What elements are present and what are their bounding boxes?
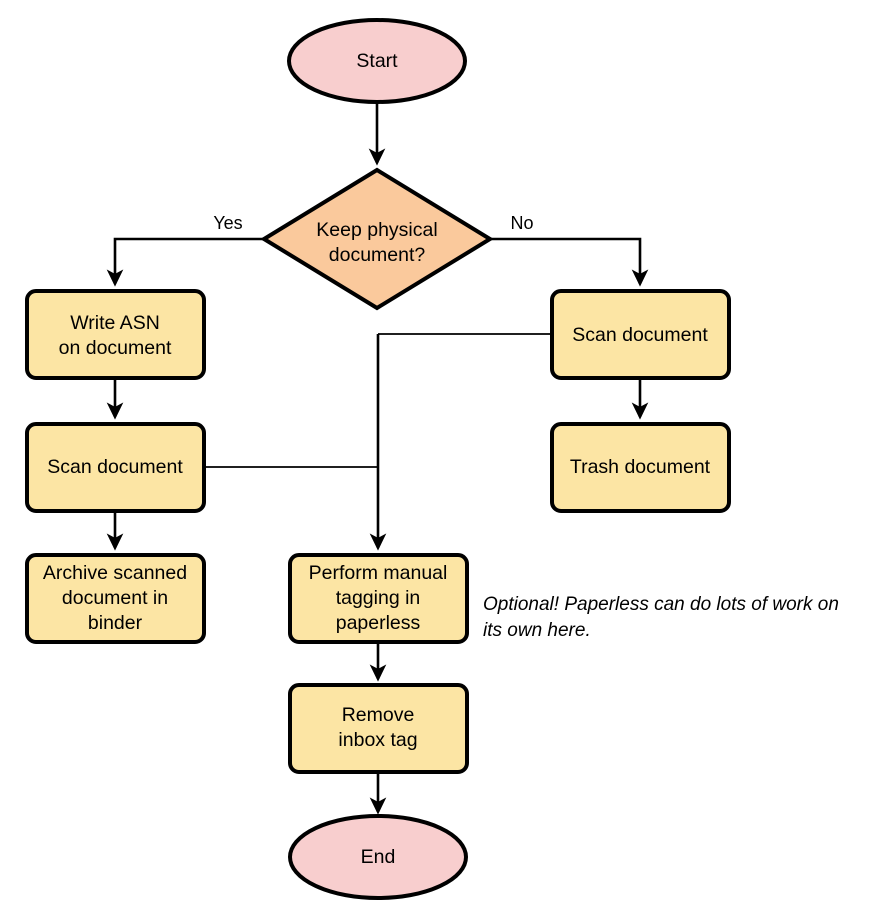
connector-decision-yes-to-write-asn <box>106 237 263 287</box>
write-asn-box[interactable] <box>25 289 206 380</box>
archive-label-line3: binder <box>88 612 143 634</box>
start-ellipse[interactable] <box>287 18 467 104</box>
start-label: Start <box>356 50 398 72</box>
node-scan-document-right[interactable]: Scan document <box>550 289 731 380</box>
node-archive-scanned-document[interactable]: Archive scanned document in binder <box>25 553 206 644</box>
end-ellipse[interactable] <box>288 814 468 900</box>
trash-document-box[interactable] <box>550 422 731 513</box>
archive-label-line2: document in <box>62 587 168 609</box>
connector-decision-no-to-scan-right <box>490 237 649 287</box>
remove-inbox-tag-box[interactable] <box>288 683 469 774</box>
archive-label-line1: Archive scanned <box>43 562 187 584</box>
end-label: End <box>361 846 396 868</box>
tagging-label-line2: tagging in <box>336 587 421 609</box>
scan-document-left-box[interactable] <box>25 422 206 513</box>
edge-label-yes: Yes <box>213 213 242 233</box>
scan-document-left-label: Scan document <box>47 456 183 478</box>
node-perform-manual-tagging[interactable]: Perform manual tagging in paperless <box>288 553 469 644</box>
decision-label-line1: Keep physical <box>316 219 437 241</box>
write-asn-label-line1: Write ASN <box>70 312 160 334</box>
edge-label-no: No <box>510 213 533 233</box>
tagging-box[interactable] <box>288 553 469 644</box>
write-asn-label-line2: on document <box>59 337 172 359</box>
annotation-optional-note: Optional! Paperless can do lots of work … <box>483 594 839 641</box>
optional-note-line1: Optional! Paperless can do lots of work … <box>483 594 839 615</box>
decision-diamond[interactable] <box>260 167 494 311</box>
node-decision-keep-physical-document[interactable]: Keep physical document? <box>260 167 494 311</box>
node-remove-inbox-tag[interactable]: Remove inbox tag <box>288 683 469 774</box>
remove-inbox-tag-label-line2: inbox tag <box>338 729 417 751</box>
scan-document-right-box[interactable] <box>550 289 731 380</box>
trash-document-label: Trash document <box>570 456 711 478</box>
remove-inbox-tag-label-line1: Remove <box>342 704 415 726</box>
tagging-label-line1: Perform manual <box>309 562 448 584</box>
decision-label-line2: document? <box>329 244 426 266</box>
node-scan-document-left[interactable]: Scan document <box>25 422 206 513</box>
node-write-asn-on-document[interactable]: Write ASN on document <box>25 289 206 380</box>
node-trash-document[interactable]: Trash document <box>550 422 731 513</box>
archive-box[interactable] <box>25 553 206 644</box>
scan-document-right-label: Scan document <box>572 324 708 346</box>
optional-note-line2: its own here. <box>483 620 591 641</box>
node-end[interactable]: End <box>288 814 468 900</box>
tagging-label-line3: paperless <box>336 612 421 634</box>
node-start[interactable]: Start <box>287 18 467 104</box>
